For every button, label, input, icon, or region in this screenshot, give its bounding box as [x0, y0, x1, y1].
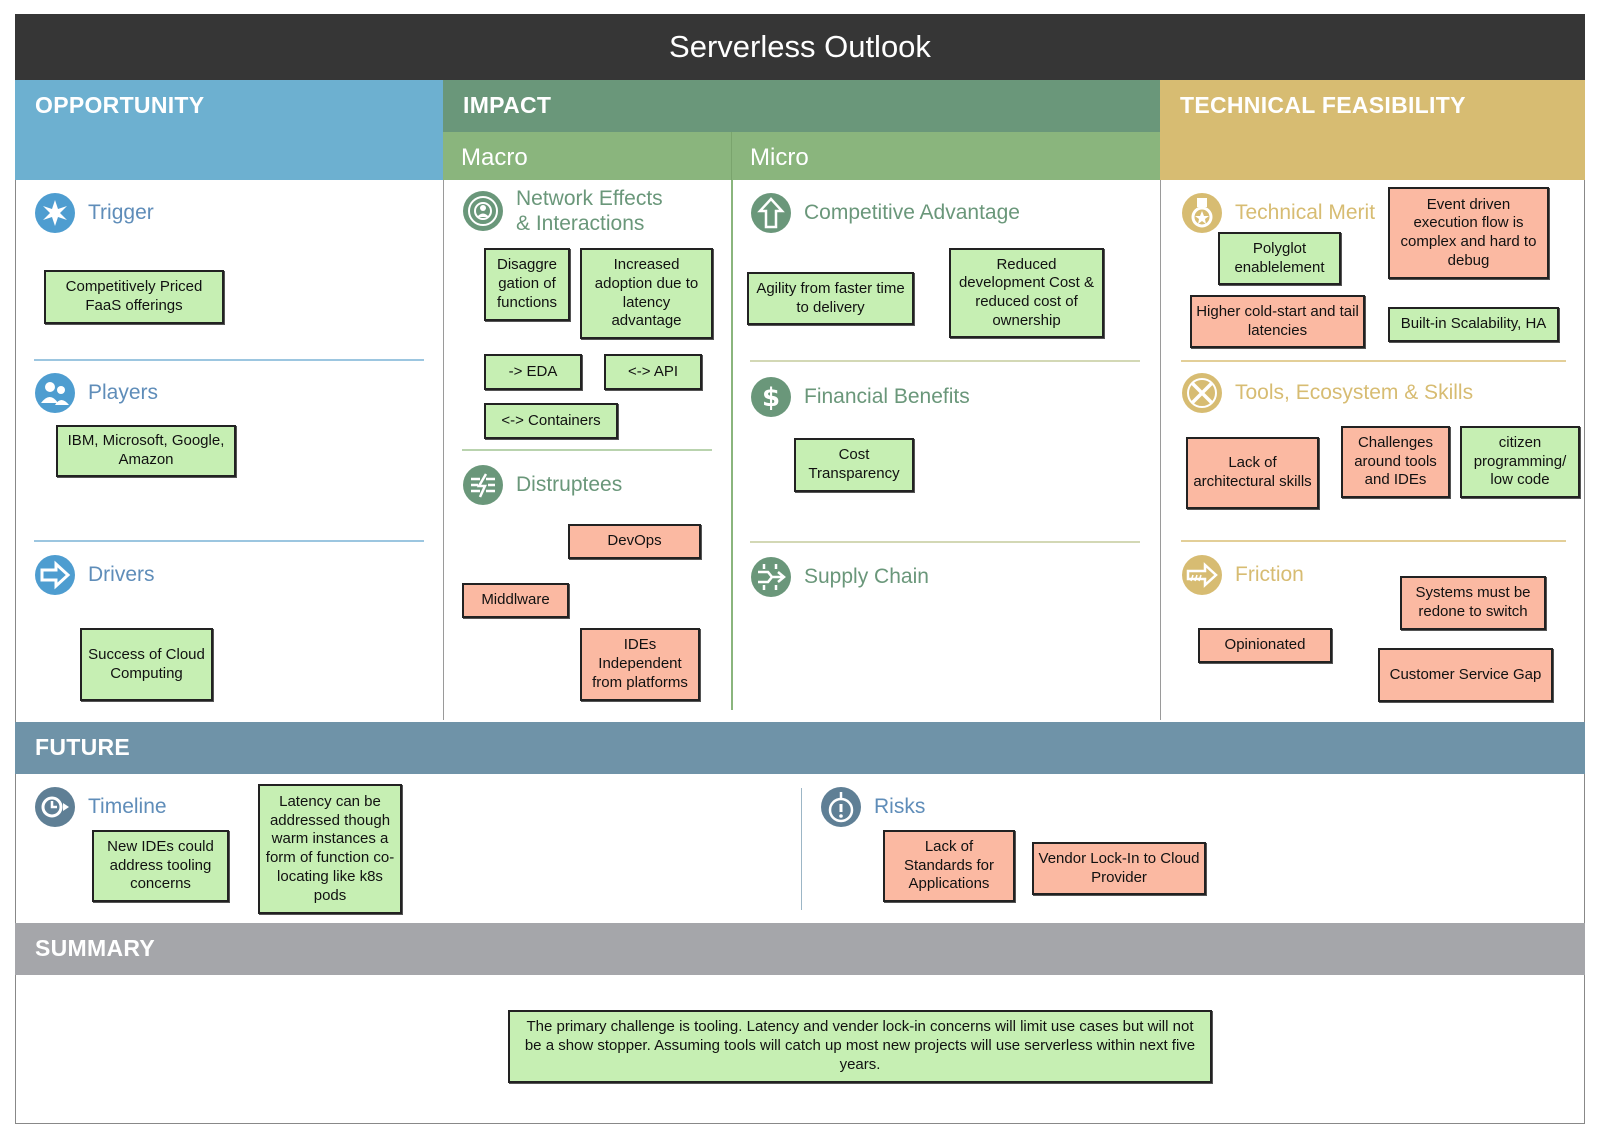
merit-section-title: Technical Merit [1181, 192, 1375, 234]
section-divider [1181, 540, 1566, 542]
risks-section-title: Risks [820, 786, 925, 828]
merit-label: Technical Merit [1235, 201, 1376, 225]
trigger-label: Trigger [88, 201, 154, 225]
note-trigger: Competitively Priced FaaS offerings [44, 270, 224, 324]
note-macro: -> EDA [484, 354, 582, 390]
section-divider [34, 359, 424, 361]
timeline-section-title: Timeline [34, 786, 167, 828]
svg-text:$: $ [762, 383, 780, 413]
note-competitive: Agility from faster time to delivery [747, 272, 914, 325]
page-title: Serverless Outlook [15, 14, 1585, 80]
note-merit: Built-in Scalability, HA [1388, 307, 1559, 342]
note-macro: <-> API [604, 354, 702, 390]
financial-label: Financial Benefits [804, 385, 970, 409]
arrow-right-icon [35, 555, 75, 595]
warning-icon [821, 787, 861, 827]
network-section-title: Network Effects & Interactions [462, 186, 663, 236]
note-disruptees: IDEs Independent from platforms [580, 628, 700, 701]
impact-header: IMPACT [443, 80, 1160, 132]
note-friction: Customer Service Gap [1378, 648, 1553, 702]
section-divider [1181, 360, 1566, 362]
section-divider [750, 360, 1140, 362]
supply-label: Supply Chain [804, 565, 929, 589]
note-risks: Lack of Standards for Applications [883, 830, 1015, 902]
clock-icon [35, 787, 75, 827]
future-header: FUTURE [15, 722, 1585, 774]
note-merit: Polyglot enablelement [1218, 232, 1341, 285]
note-merit: Higher cold-start and tail latencies [1190, 295, 1365, 348]
people-icon [35, 373, 75, 413]
competitive-section-title: Competitive Advantage [750, 192, 1020, 234]
dollar-icon: $ [751, 377, 791, 417]
risks-label: Risks [874, 795, 926, 819]
trigger-section-title: Trigger [34, 192, 154, 234]
column-divider [1160, 180, 1161, 720]
note-macro: Disaggre gation of functions [484, 248, 570, 321]
note-players: IBM, Microsoft, Google, Amazon [56, 425, 236, 477]
note-tools: citizen programming/ low code [1460, 426, 1580, 498]
note-friction: Opinionated [1198, 628, 1332, 663]
financial-section-title: $ Financial Benefits [750, 376, 970, 418]
drivers-section-title: Drivers [34, 554, 155, 596]
note-tools: Lack of architectural skills [1186, 437, 1319, 509]
note-friction: Systems must be redone to switch [1400, 576, 1546, 630]
note-macro: Increased adoption due to latency advant… [580, 248, 713, 339]
network-label-line2: & Interactions [516, 212, 645, 236]
note-disruptees: Middlware [462, 583, 569, 618]
section-divider [34, 540, 424, 542]
tools-icon [1182, 373, 1222, 413]
opportunity-header: OPPORTUNITY [15, 80, 443, 180]
supply-section-title: Supply Chain [750, 556, 929, 598]
competitive-label: Competitive Advantage [804, 201, 1020, 225]
note-timeline: New IDEs could address tooling concerns [92, 830, 229, 902]
summary-header: SUMMARY [15, 923, 1585, 975]
note-disruptees: DevOps [568, 524, 701, 559]
future-divider [801, 788, 802, 910]
macro-header: Macro [443, 132, 731, 180]
friction-label: Friction [1235, 563, 1304, 587]
note-macro: <-> Containers [484, 403, 618, 439]
disruptees-label: Distruptees [516, 473, 623, 497]
column-divider [731, 180, 733, 710]
note-tools: Challenges around tools and IDEs [1341, 426, 1450, 498]
note-competitive: Reduced development Cost & reduced cost … [949, 248, 1104, 338]
players-label: Players [88, 381, 159, 405]
network-icon [463, 191, 503, 232]
note-timeline: Latency can be addressed though warm ins… [258, 784, 402, 914]
disrupt-icon [463, 465, 503, 505]
medal-icon [1182, 193, 1222, 233]
note-financial: Cost Transparency [794, 438, 914, 492]
star-burst-icon [35, 193, 75, 233]
drivers-label: Drivers [88, 563, 155, 587]
micro-header: Micro [732, 132, 1160, 180]
note-merit: Event driven execution flow is complex a… [1388, 187, 1549, 279]
macro-micro-divider [731, 132, 732, 180]
section-divider [750, 541, 1140, 543]
friction-icon [1182, 555, 1222, 595]
note-drivers: Success of Cloud Computing [80, 628, 213, 701]
timeline-label: Timeline [88, 795, 167, 819]
feasibility-header: TECHNICAL FEASIBILITY [1160, 80, 1585, 180]
column-divider [443, 180, 444, 720]
section-divider [462, 449, 712, 451]
disruptees-section-title: Distruptees [462, 464, 622, 506]
supply-chain-icon [751, 557, 791, 597]
summary-note: The primary challenge is tooling. Latenc… [508, 1010, 1212, 1083]
friction-section-title: Friction [1181, 554, 1304, 596]
tools-section-title: Tools, Ecosystem & Skills [1181, 372, 1473, 414]
tools-label: Tools, Ecosystem & Skills [1235, 381, 1474, 405]
up-arrow-icon [751, 193, 791, 233]
players-section-title: Players [34, 372, 158, 414]
note-risks: Vendor Lock-In to Cloud Provider [1032, 842, 1206, 895]
network-label-line1: Network Effects [516, 187, 663, 210]
